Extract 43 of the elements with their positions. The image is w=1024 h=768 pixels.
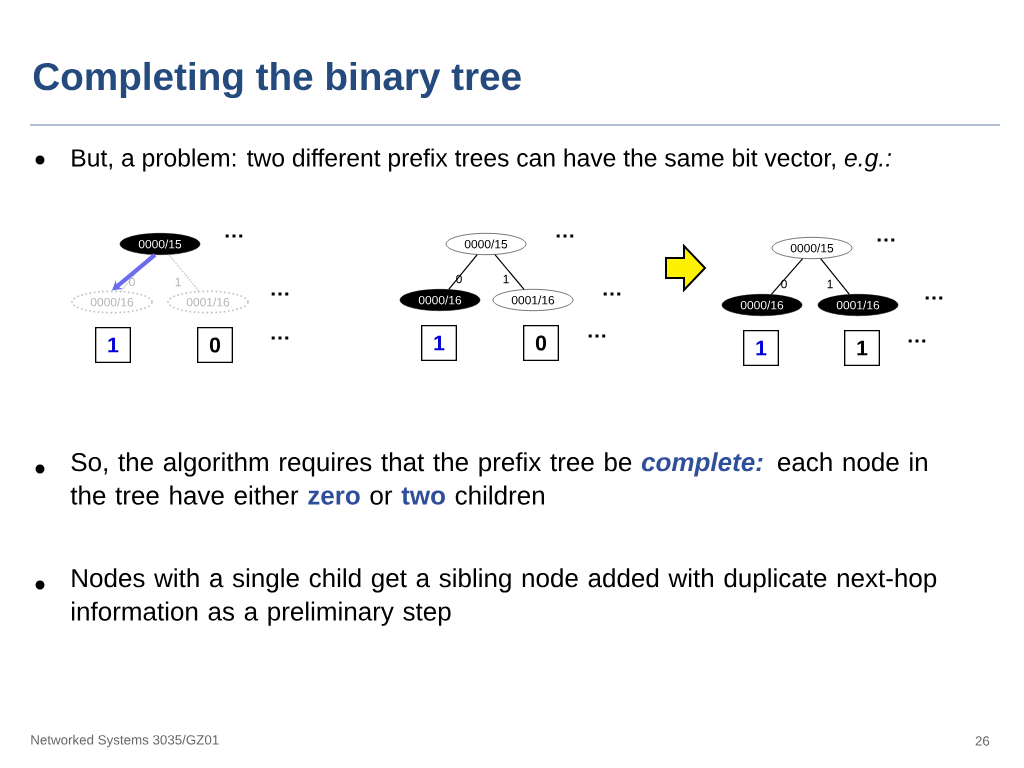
tree-node: 0000/16 [721,294,803,316]
bit-box: 1 [844,330,880,366]
tree-edge [770,258,804,295]
tree-edge [120,254,152,292]
tree-node: 0000/15 [119,233,201,255]
edge-label: 1 [175,277,181,287]
page-number: 26 [975,736,990,746]
edge-label: 1 [827,279,833,289]
edge-label: 0 [781,279,787,289]
bit-box: 1 [95,327,131,363]
ellipsis: … [603,292,621,296]
tree-node: 0001/16 [492,289,574,311]
bullet-text: Nodes with a single child get a sibling node added with duplicate next-hop information as a preliminary step [72,568,937,626]
ellipsis: … [556,234,574,238]
slide-title: Completing the binary tree [33,61,521,99]
ellipsis: … [877,238,895,242]
tree-node: 0000/15 [771,237,853,259]
bit-box: 1 [743,330,779,366]
ellipsis: … [588,334,606,338]
footer-text: Networked Systems 3035/GZ01 [31,734,219,748]
tree-edge [494,254,525,290]
ellipsis: … [908,339,926,343]
bullet-text: So, the algorithm requires that the prefix tree be complete: each node in the tree have either zero or two children [70,452,927,505]
tree-node: 0000/16 [71,290,153,314]
ellipsis: … [225,234,243,238]
tree-node: 0001/16 [167,290,249,314]
ellipsis: … [271,336,289,340]
tree-node: 0000/15 [445,233,527,255]
bit-box: 0 [523,325,559,361]
tree-node: 0000/16 [399,289,481,311]
bit-box: 0 [197,327,233,363]
ellipsis: … [925,296,943,300]
tree-edge [820,258,850,295]
tree-edge [168,254,200,292]
bullet-text: But, a problem: two different prefix trees can have the same bit vector, e.g.: [72,148,892,172]
tree-node: 0001/16 [817,294,899,316]
edge-label: 0 [456,274,462,284]
arrow [112,253,157,291]
tree-edge [448,254,478,290]
edge-label: 0 [129,277,135,287]
bit-box: 1 [421,325,457,361]
edge-label: 1 [503,274,509,284]
ellipsis: … [271,292,289,296]
